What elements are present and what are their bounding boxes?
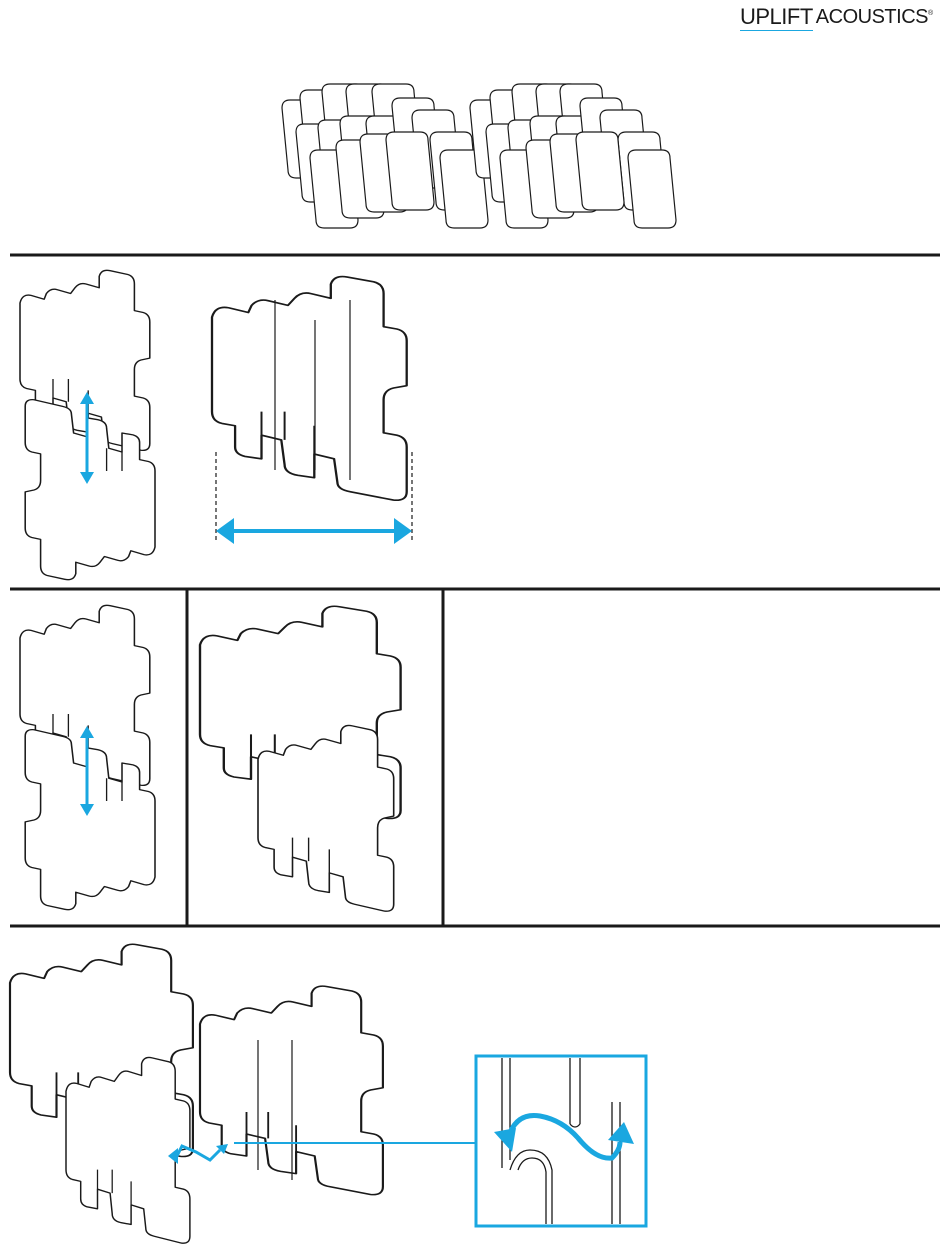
step3-assembly-right bbox=[200, 986, 383, 1194]
step2-assembled-vertical bbox=[200, 606, 401, 911]
step1-assembled-cross bbox=[212, 277, 407, 501]
step3-assembly-left bbox=[10, 944, 193, 1243]
interlock-detail-box bbox=[476, 1056, 646, 1226]
panel-stack-right bbox=[470, 84, 676, 228]
panel-stack-left bbox=[282, 84, 488, 228]
